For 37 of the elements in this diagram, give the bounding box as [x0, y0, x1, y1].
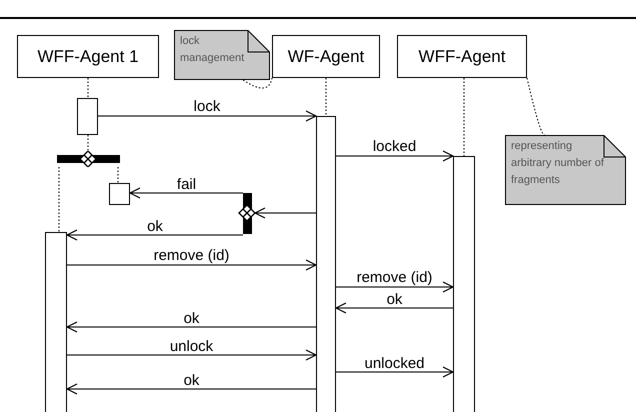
message-arrow: [336, 366, 454, 378]
edge-label: lock: [192, 99, 222, 114]
edge-label: unlock: [168, 339, 216, 354]
activation-bar: [109, 183, 130, 205]
message-arrow: [98, 110, 317, 122]
edge-label: remove (id): [354, 270, 434, 285]
edge-label: ok: [384, 292, 404, 307]
note: representing arbitrary number of fragments: [505, 135, 626, 205]
message-arrow: [335, 302, 454, 314]
lifeline: [58, 166, 60, 232]
activation-bar: [45, 232, 67, 412]
leader-line: [526, 78, 546, 136]
activation-bar: [453, 156, 475, 412]
edge-label: fail: [174, 177, 198, 192]
message-arrow: [336, 150, 454, 162]
fork-bar: [57, 151, 120, 167]
message-arrow: [66, 229, 244, 241]
participant-box: WF-Agent: [272, 35, 380, 78]
message-arrow: [254, 207, 316, 219]
edge-label: locked: [370, 139, 418, 154]
message-arrow: [66, 383, 316, 395]
message-arrow: [66, 349, 317, 361]
edge-label: remove (id): [152, 248, 232, 263]
edge-label: ok: [182, 311, 202, 326]
decision-bar: [236, 193, 258, 234]
message-arrow: [129, 187, 244, 199]
message-arrow: [66, 259, 317, 271]
note: lock management: [174, 30, 270, 80]
message-arrow: [336, 281, 454, 293]
message-arrow: [66, 321, 316, 333]
participant-box: WFF-Agent 1: [17, 35, 159, 78]
activation-bar: [316, 116, 336, 412]
edge-label: ok: [182, 373, 202, 388]
leader-line: [242, 78, 272, 88]
participant-box: WFF-Agent: [397, 35, 527, 78]
activation-bar: [77, 98, 98, 135]
edge-label: ok: [145, 219, 165, 234]
